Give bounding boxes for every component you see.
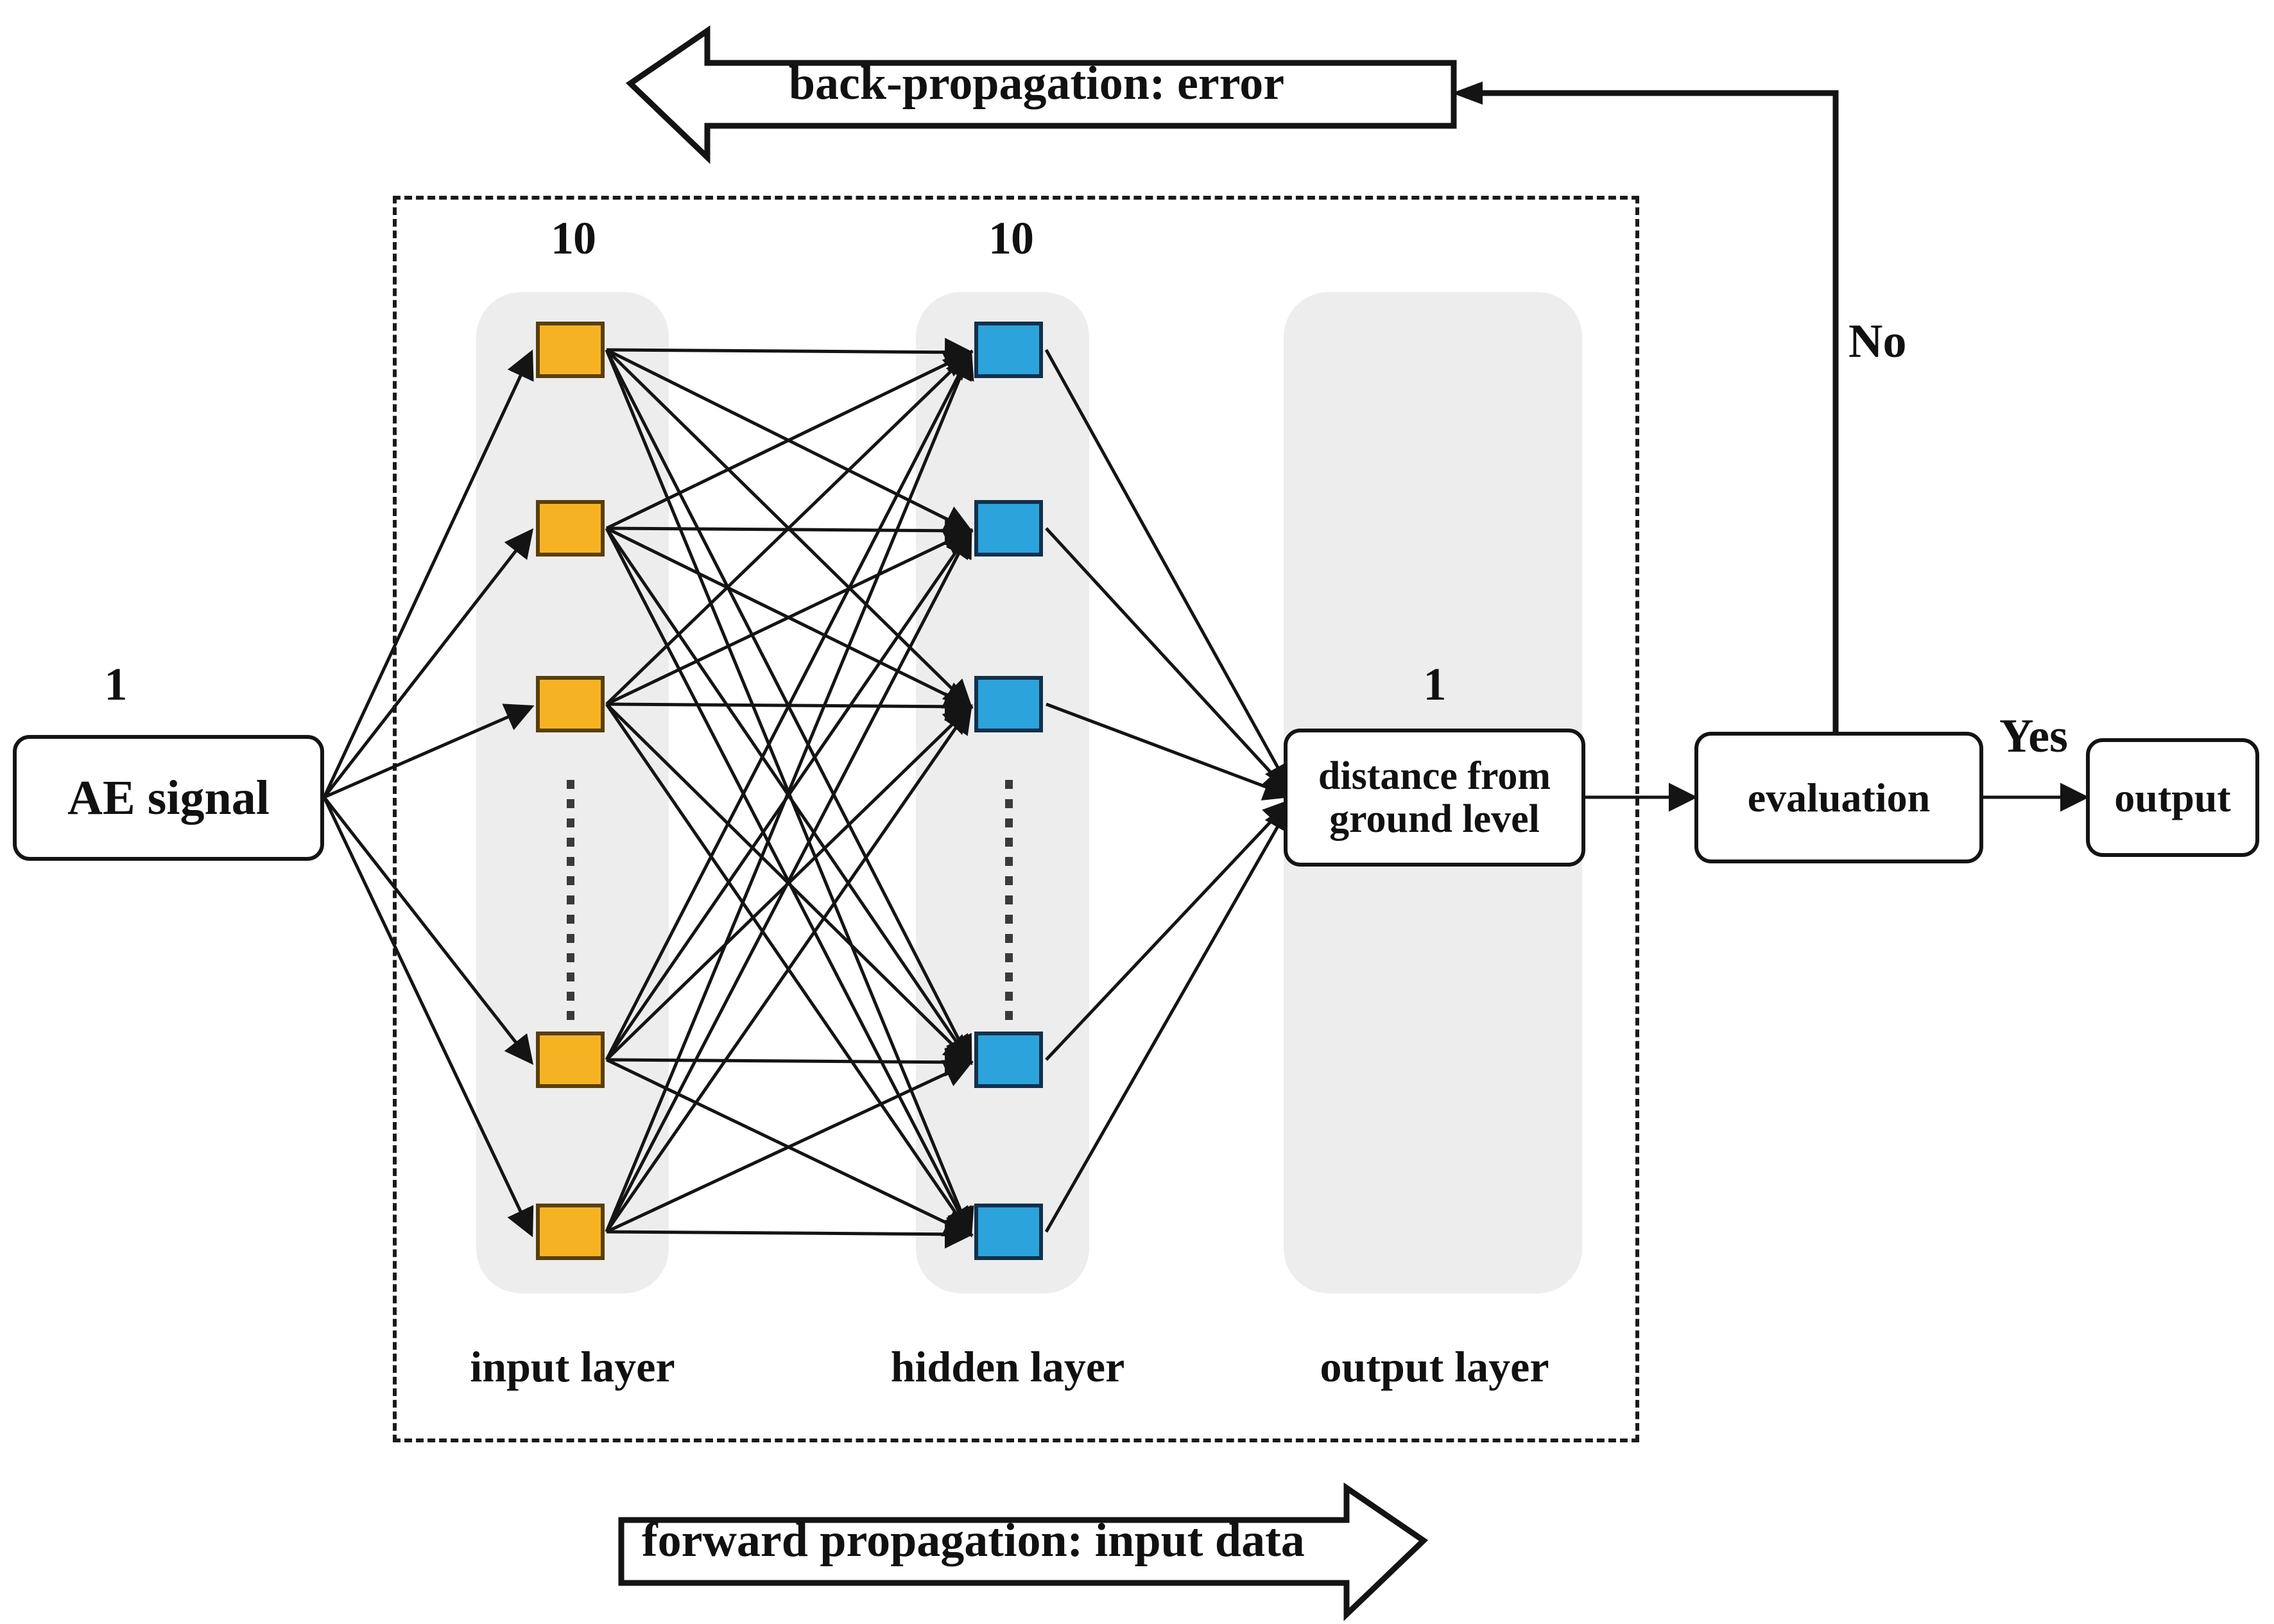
input-node-3[interactable] bbox=[536, 676, 605, 732]
hidden-node-1[interactable] bbox=[974, 322, 1043, 378]
distance-box-line-1: distance from bbox=[1318, 754, 1551, 798]
back-propagation-arrow-shape bbox=[625, 25, 1457, 164]
input-node-5[interactable] bbox=[536, 1204, 605, 1260]
hidden-layer-band bbox=[916, 292, 1089, 1293]
network-container bbox=[393, 196, 1639, 1442]
ae-signal-box[interactable]: AE signal bbox=[13, 735, 324, 861]
input-node-2[interactable] bbox=[536, 500, 605, 557]
input-node-4[interactable] bbox=[536, 1032, 605, 1088]
no-feedback-connector bbox=[1452, 82, 1839, 764]
hidden-layer-label: hidden layer bbox=[890, 1342, 1125, 1391]
hidden-node-5[interactable] bbox=[974, 1204, 1043, 1260]
distance-box-line-2: ground level bbox=[1329, 797, 1540, 841]
output-box[interactable]: output bbox=[2086, 738, 2259, 857]
output-layer-count: 1 bbox=[1423, 659, 1447, 710]
forward-propagation-banner: forward propagation: input data bbox=[616, 1476, 1438, 1621]
branch-label-no: No bbox=[1848, 315, 1907, 368]
output-layer-label: output layer bbox=[1320, 1342, 1549, 1391]
input-signal-count: 1 bbox=[104, 659, 128, 710]
hidden-layer-count: 10 bbox=[988, 212, 1034, 264]
hidden-node-3[interactable] bbox=[974, 676, 1043, 732]
hidden-node-2[interactable] bbox=[974, 500, 1043, 557]
input-layer-count: 10 bbox=[551, 212, 596, 264]
hidden-layer-ellipsis-icon bbox=[1005, 780, 1013, 1030]
forward-propagation-arrow-shape bbox=[618, 1482, 1429, 1621]
input-node-1[interactable] bbox=[536, 322, 605, 378]
evaluation-box[interactable]: evaluation bbox=[1694, 732, 1983, 863]
distance-from-ground-level-box[interactable]: distance from ground level bbox=[1284, 729, 1585, 867]
hidden-node-4[interactable] bbox=[974, 1032, 1043, 1088]
input-layer-label: input layer bbox=[470, 1342, 675, 1391]
input-layer-ellipsis-icon bbox=[567, 780, 574, 1030]
branch-label-yes: Yes bbox=[1999, 710, 2068, 763]
